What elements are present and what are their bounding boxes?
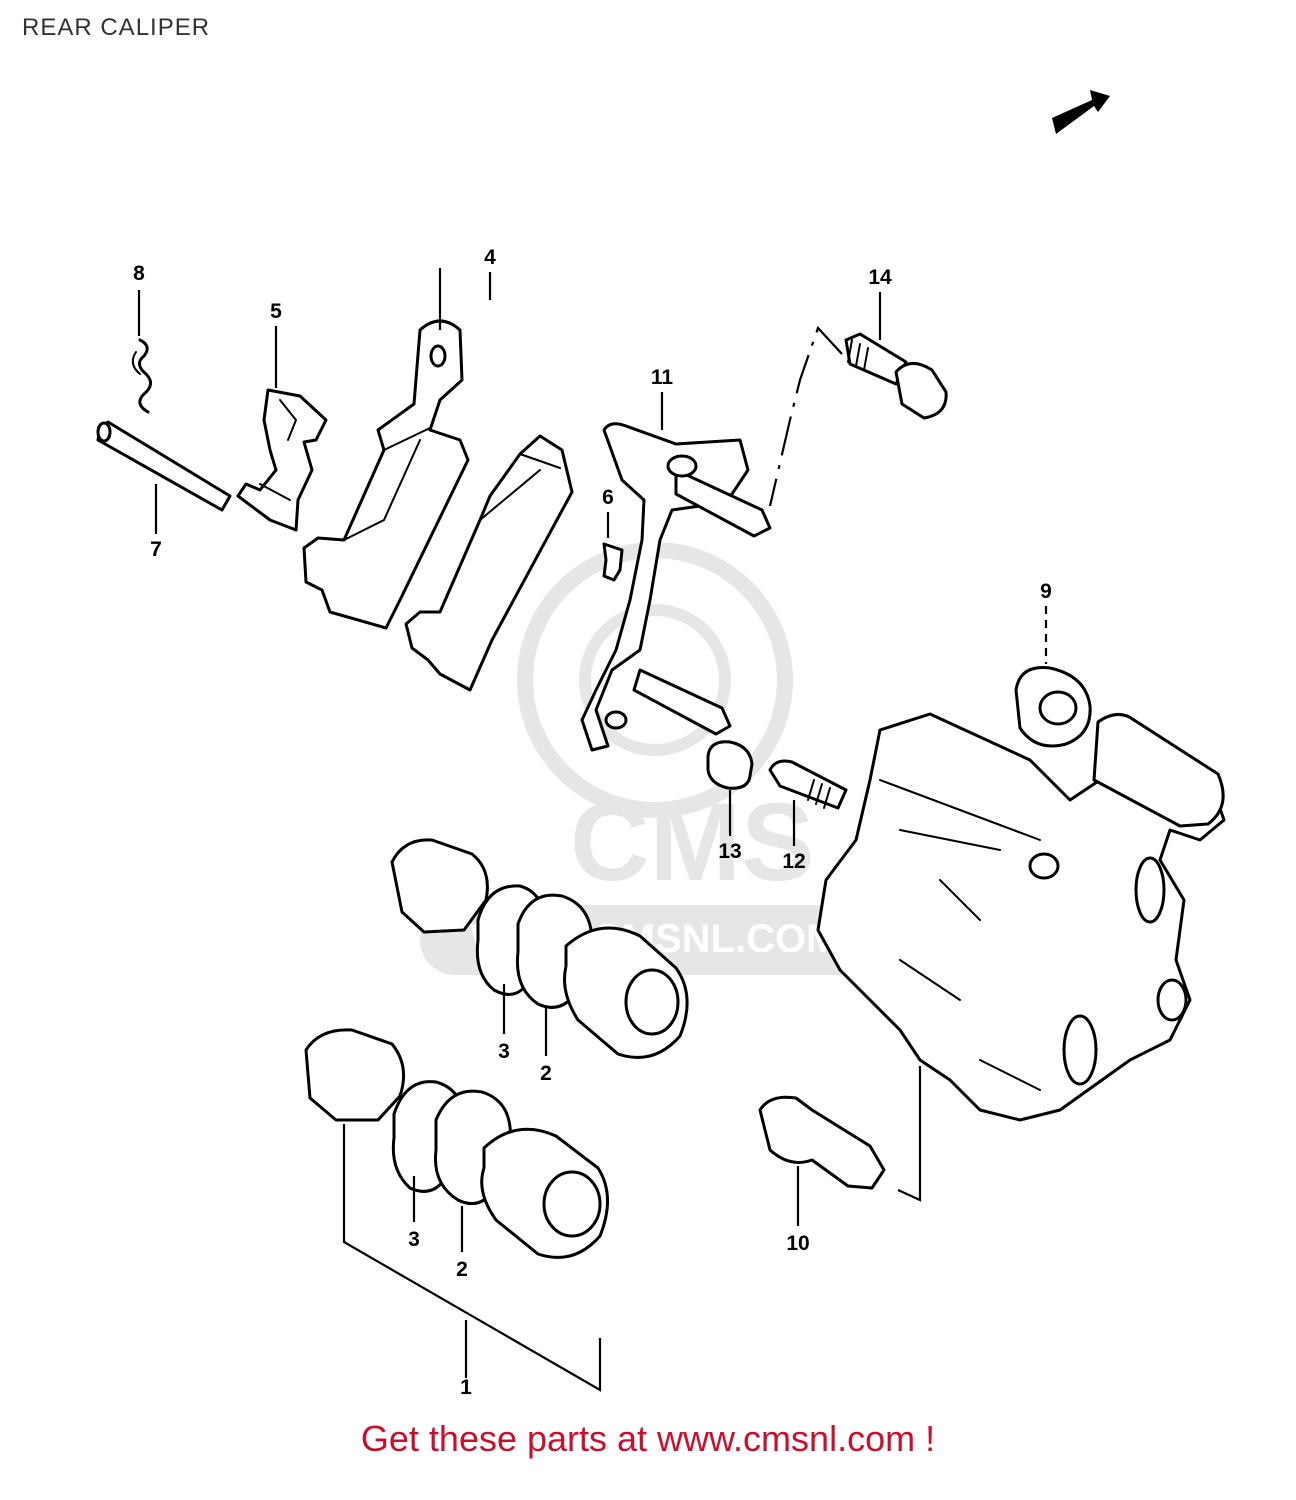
caliper-body xyxy=(816,712,1226,1122)
callouts: 8 7 5 4 11 6 14 9 13 12 3 2 3 2 10 1 xyxy=(133,246,1052,1399)
part-11-caliper-bracket xyxy=(580,422,772,752)
part-4-brake-pads xyxy=(302,319,574,692)
part-7-pin xyxy=(96,420,232,512)
callout-13: 13 xyxy=(718,840,741,863)
callout-2-lower: 2 xyxy=(456,1258,468,1281)
footer-link[interactable]: Get these parts at www.cmsnl.com ! xyxy=(360,1418,936,1459)
leader-lines xyxy=(137,268,1048,1392)
callout-3-upper: 3 xyxy=(498,1040,510,1063)
part-5-pad-spring xyxy=(236,388,328,532)
watermark-logo-text: CMS xyxy=(570,781,814,904)
callout-14: 14 xyxy=(868,266,892,289)
callout-9: 9 xyxy=(1040,580,1052,603)
part-10-slide-pin xyxy=(758,1095,886,1190)
callout-6: 6 xyxy=(602,486,614,509)
piston-set-lower xyxy=(304,1028,610,1259)
callout-7: 7 xyxy=(150,538,162,561)
part-12-bleeder xyxy=(768,759,848,810)
callout-11: 11 xyxy=(651,366,674,389)
callout-5: 5 xyxy=(270,300,282,323)
callout-12: 12 xyxy=(782,850,805,873)
callout-1: 1 xyxy=(460,1376,472,1399)
callout-10: 10 xyxy=(786,1232,809,1255)
callout-2-upper: 2 xyxy=(540,1062,552,1085)
callout-8: 8 xyxy=(133,262,145,285)
part-8-clip xyxy=(131,338,152,414)
piston-set-upper xyxy=(390,838,689,1059)
part-14-bolt xyxy=(844,332,948,420)
part-6-small-bolt xyxy=(602,542,624,582)
part-9-boot xyxy=(1014,665,1092,748)
callout-4: 4 xyxy=(484,246,496,269)
part-13-cap xyxy=(706,740,754,790)
diagram-title: REAR CALIPER xyxy=(22,14,211,41)
callout-3-lower: 3 xyxy=(408,1228,420,1251)
front-direction-arrow-icon xyxy=(1052,90,1110,134)
